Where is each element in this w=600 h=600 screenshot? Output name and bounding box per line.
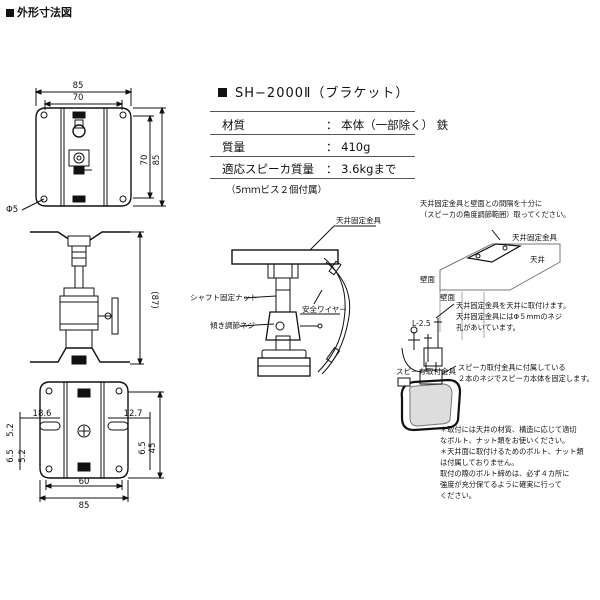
label-fixture-small: 天井固定金具 [512,232,557,242]
note-line: 取付の際のボルト締めは、必ず４カ所に [440,469,570,478]
dim-bottom-left-offset: 18.6 [33,409,52,419]
page-title: 外形寸法図 [6,4,72,20]
dim-bottom-right-a: 6.5 [138,441,148,455]
spec-key: 適応スピーカ質量 [222,162,314,176]
dim-hole: Φ5 [6,205,18,215]
note-line: ２本のネジでスピーカ本体を固定します。 [458,374,594,383]
note-cautions: ＊取付には天井の材質、構造に応じて適切 なボルト、ナット類をお使いください。 ＊… [440,424,584,501]
label-speaker-fixture: スピーカ取付金具 [396,366,456,376]
dim-bottom-width-inner: 60 [79,477,90,487]
note-line: 天井固定金具と壁面との間隔を十分に [420,199,543,208]
note-line: ＊取付には天井の材質、構造に応じて適切 [440,425,577,434]
dim-top-width-inner: 70 [73,93,84,103]
spec-title-text: SH−2000Ⅱ（ブラケット） [235,86,410,101]
note-line: ください。 [440,491,476,500]
spec-value: ： 本体（一部除く） 鉄 [326,118,449,132]
dim-bottom-side-a: 6.5 [6,449,16,463]
note-line: 天井固定金具を天井に取付けます。 [456,301,571,310]
note-line: は付属しておりません。 [440,458,519,467]
spec-value: ： 410g [326,140,371,154]
assembly-view [231,225,376,377]
spec-divider [210,156,415,157]
note-line: （スピーカの角度調節範囲）取ってください。 [420,210,571,219]
dim-bottom-width-outer: 85 [79,501,90,511]
dim-side-height: (87) [149,291,159,308]
speaker-illustration [397,362,462,432]
dim-bottom-side-b: 5.2 [6,423,16,437]
label-ceiling-fixture: 天井固定金具 [336,215,381,225]
ceiling-illustration [439,229,561,340]
title-bullet [6,9,14,17]
note-line: 強度が充分保てるように確実に行って [440,480,562,489]
spec-value: ： 3.6kgまで [326,162,397,176]
spec-bullet [218,88,227,97]
label-screw: L-2.5 [412,319,431,328]
label-shaft-nut: シャフト固定ナット [190,292,258,302]
spec-row-speaker-mass: 適応スピーカ質量 ： 3.6kgまで [222,161,410,177]
note-line: スピーカ取付金具に付属している [458,363,566,372]
note-line: ＊天井面に取付けるためのボルト、ナット類 [440,447,584,456]
spec-divider [210,178,415,179]
dim-top-width-outer: 85 [73,81,84,91]
dim-top-height-inner: 70 [140,155,150,166]
label-wall2: 壁面 [440,292,455,302]
note-line: なボルト、ナット類をお使いください。 [440,436,570,445]
bottom-view [19,381,164,502]
spec-key: 材質 [222,118,245,132]
spec-title: SH−2000Ⅱ（ブラケット） [218,82,409,101]
note-clearance: 天井固定金具と壁面との間隔を十分に （スピーカの角度調節範囲）取ってください。 [420,198,570,220]
spec-divider [210,134,415,135]
bolt-illustration [401,303,455,373]
note-speaker-fix: スピーカ取付金具に付属している ２本のネジでスピーカ本体を固定します。 [458,362,594,384]
spec-note: （5ｍｍビス２個付属） [226,185,328,196]
side-view [30,230,144,366]
label-ceiling: 天井 [530,254,545,264]
spec-key: 質量 [222,140,245,154]
dim-bottom-side-b2: 5.2 [18,449,28,463]
label-wall1: 壁面 [420,274,435,284]
spec-divider [210,111,415,112]
spec-row-mass: 質量 ： 410g [222,139,410,155]
note-ceiling-mount: 天井固定金具を天井に取付けます。 天井固定金具にはΦ５mmのネジ 孔があいていま… [456,300,570,333]
label-safety-wire: 安全ワイヤー [302,304,347,314]
dim-bottom-right-offset: 12.7 [124,409,143,419]
page-title-text: 外形寸法図 [17,6,72,19]
spec-row-material: 材質 ： 本体（一部除く） 鉄 [222,117,448,133]
label-tilt-screw: 傾き調節ネジ [210,320,255,330]
dim-bottom-right-height: 45 [148,443,158,454]
note-line: 孔があいています。 [456,323,520,332]
top-view [21,88,166,211]
dim-top-height-outer: 85 [152,155,162,166]
note-line: 天井固定金具にはΦ５mmのネジ [456,312,562,321]
